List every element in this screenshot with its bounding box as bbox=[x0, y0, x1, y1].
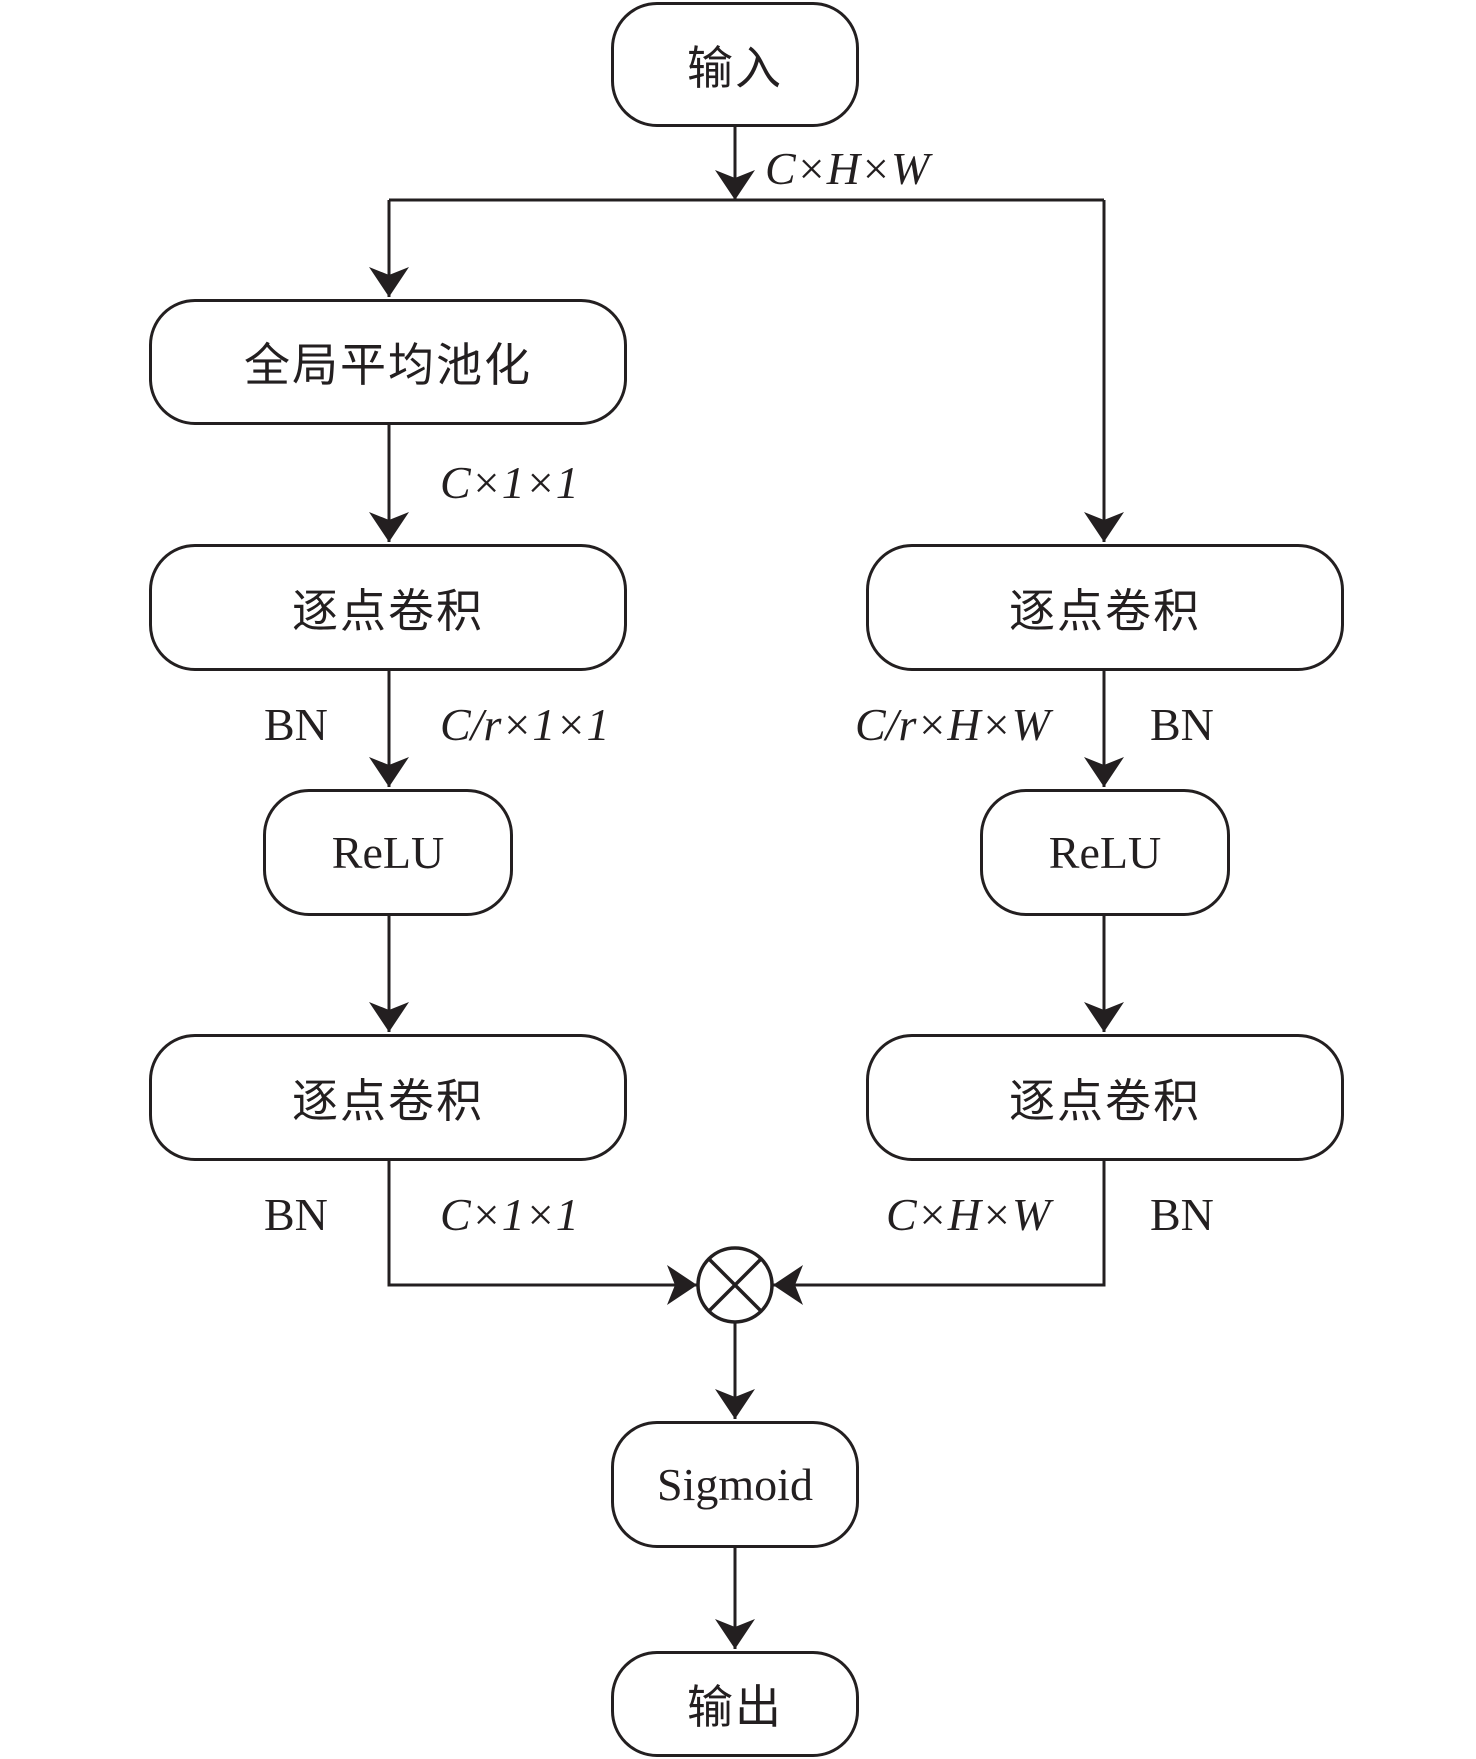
edge-left-to-merge bbox=[387, 1161, 697, 1305]
label-right-reduced-shape: C/r×H×W bbox=[855, 699, 1050, 750]
node-sigmoid: Sigmoid bbox=[611, 1421, 859, 1548]
node-right-pointwise-conv-1: 逐点卷积 bbox=[866, 544, 1344, 671]
multiply-circle-icon bbox=[696, 1246, 774, 1324]
node-left-relu: ReLU bbox=[263, 789, 513, 916]
node-output: 输出 bbox=[611, 1651, 859, 1757]
label-left-reduced-shape: C/r×1×1 bbox=[440, 699, 610, 750]
label-right-bn-1: BN bbox=[1150, 699, 1214, 750]
node-global-avg-pool: 全局平均池化 bbox=[149, 299, 627, 425]
node-right-pointwise-conv-2: 逐点卷积 bbox=[866, 1034, 1344, 1161]
node-input: 输入 bbox=[611, 2, 859, 127]
node-left-pointwise-conv-1: 逐点卷积 bbox=[149, 544, 627, 671]
label-left-bn-2: BN bbox=[264, 1189, 328, 1240]
edge-right-to-merge bbox=[773, 1161, 1106, 1305]
label-left-bn-1: BN bbox=[264, 699, 328, 750]
node-right-relu: ReLU bbox=[980, 789, 1230, 916]
label-gap-shape: C×1×1 bbox=[440, 457, 579, 508]
label-input-shape: C×H×W bbox=[765, 143, 930, 194]
label-left-out-shape: C×1×1 bbox=[440, 1189, 579, 1240]
node-left-pointwise-conv-2: 逐点卷积 bbox=[149, 1034, 627, 1161]
label-right-out-shape: C×H×W bbox=[886, 1189, 1051, 1240]
label-right-bn-2: BN bbox=[1150, 1189, 1214, 1240]
